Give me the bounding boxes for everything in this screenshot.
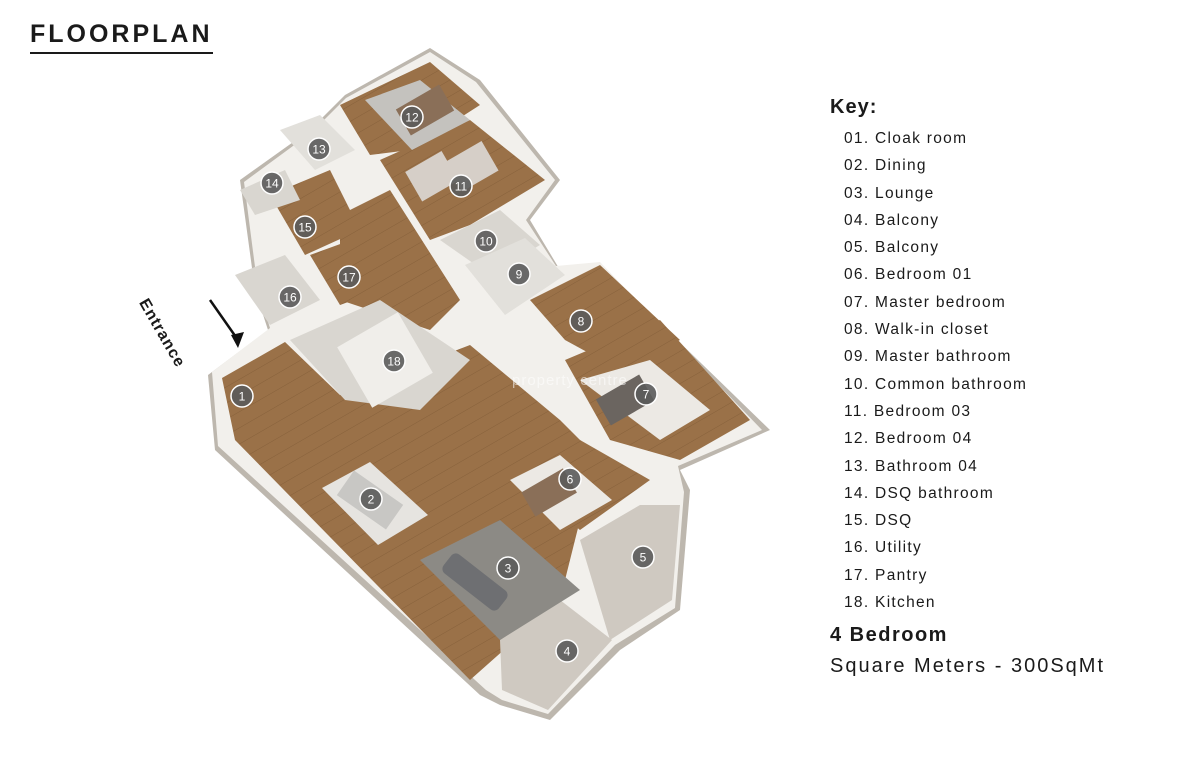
room-marker-17: 17 — [337, 265, 361, 289]
key-item: 11. Bedroom 03 — [844, 402, 972, 420]
room-marker-16: 16 — [278, 285, 302, 309]
key-item: 18. Kitchen — [844, 594, 936, 612]
key-item: 13. Bathroom 04 — [844, 457, 979, 475]
room-marker-label: 6 — [567, 473, 574, 487]
key-item: 17. Pantry — [844, 566, 928, 584]
room-marker-label: 7 — [643, 388, 650, 402]
room-marker-5: 5 — [631, 545, 655, 569]
room-marker-1: 1 — [230, 384, 254, 408]
furniture — [322, 80, 710, 640]
key-item: 16. Utility — [844, 539, 923, 557]
room-marker-14: 14 — [260, 171, 284, 195]
room-marker-7: 7 — [634, 382, 658, 406]
room-marker-label: 8 — [578, 315, 585, 329]
room-marker-10: 10 — [474, 229, 498, 253]
page-title: FLOORPLAN — [30, 20, 213, 54]
room-marker-label: 10 — [479, 235, 493, 249]
room-marker-label: 3 — [505, 562, 512, 576]
room-marker-label: 16 — [283, 291, 297, 305]
key-item: 07. Master bedroom — [844, 293, 1007, 311]
room-marker-8: 8 — [569, 309, 593, 333]
floor-area: Square Meters - 300SqMt — [830, 655, 1105, 678]
room-marker-label: 17 — [342, 271, 356, 285]
room-marker-11: 11 — [449, 174, 473, 198]
key-item: 04. Balcony — [844, 211, 940, 229]
key-item: 03. Lounge — [844, 184, 935, 202]
key-item: 14. DSQ bathroom — [844, 484, 995, 502]
room-marker-6: 6 — [558, 467, 582, 491]
room-marker-label: 9 — [516, 268, 523, 282]
room-marker-label: 1 — [239, 390, 246, 404]
key-item: 09. Master bathroom — [844, 348, 1012, 366]
room-marker-13: 13 — [307, 137, 331, 161]
room-marker-label: 2 — [368, 493, 375, 507]
key-item: 12. Bedroom 04 — [844, 430, 973, 448]
room-marker-18: 18 — [382, 349, 406, 373]
key-item: 08. Walk-in closet — [844, 321, 990, 339]
key-title: Key: — [830, 96, 878, 118]
room-marker-label: 12 — [405, 111, 419, 125]
room-marker-2: 2 — [359, 487, 383, 511]
room-marker-4: 4 — [555, 639, 579, 663]
watermark: property centre — [512, 372, 628, 389]
bedroom-count: 4 Bedroom — [830, 624, 948, 647]
room-marker-12: 12 — [400, 105, 424, 129]
key-item: 01. Cloak room — [844, 130, 968, 147]
key-item: 05. Balcony — [844, 239, 940, 257]
key-item: 15. DSQ — [844, 512, 913, 530]
room-marker-label: 15 — [298, 221, 312, 235]
room-marker-15: 15 — [293, 215, 317, 239]
room-marker-9: 9 — [507, 262, 531, 286]
room-marker-label: 18 — [387, 355, 401, 369]
room-marker-label: 14 — [265, 177, 279, 191]
key-item: 02. Dining — [844, 157, 927, 175]
key-item: 10. Common bathroom — [844, 375, 1028, 393]
room-marker-label: 13 — [312, 143, 326, 157]
entrance-arrow — [208, 299, 244, 348]
room-marker-label: 11 — [455, 180, 468, 194]
key-item: 06. Bedroom 01 — [844, 266, 973, 284]
room-marker-label: 5 — [640, 551, 647, 565]
key-panel: Key: 01. Cloak room 02. Dining 03. Loung… — [830, 96, 1105, 678]
room-marker-3: 3 — [496, 556, 520, 580]
key-list: 01. Cloak room 02. Dining 03. Lounge 04.… — [830, 125, 1105, 616]
room-marker-label: 4 — [564, 645, 571, 659]
